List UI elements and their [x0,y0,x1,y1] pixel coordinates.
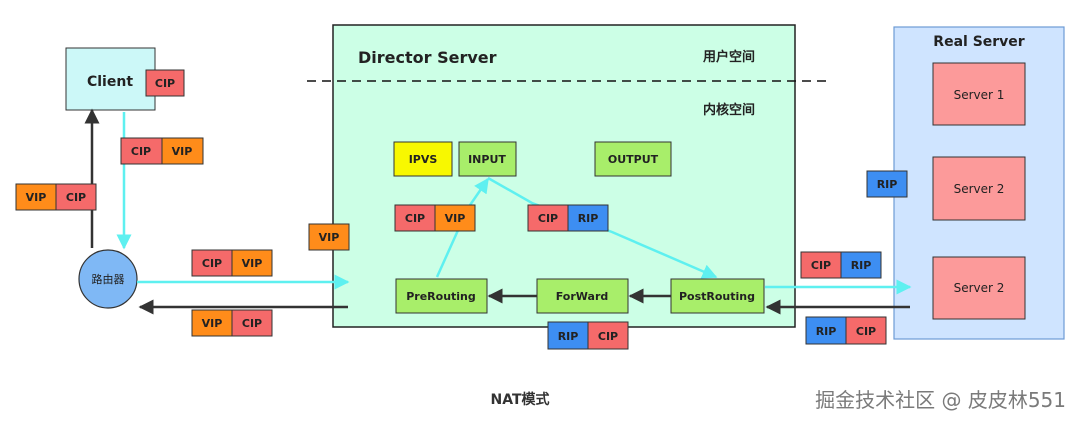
packet-postrouting-to-forward: RIP CIP [547,321,629,350]
director-server-title: Director Server [358,48,497,67]
packet-router-to-client: VIP CIP [15,183,97,211]
packet-prerouting-to-input: CIP VIP [394,204,476,232]
prerouting-module: PreRouting [395,278,488,314]
server-2: Server 2 [932,156,1026,221]
router-node: 路由器 [78,249,138,309]
svg-text:VIP: VIP [445,212,466,225]
diagram-caption: NAT模式 [490,391,549,408]
packet-router-to-director: CIP VIP [191,249,273,277]
director-vip-tag: VIP [308,223,350,251]
server-1: Server 1 [932,62,1026,126]
svg-text:RIP: RIP [558,330,579,343]
svg-text:RIP: RIP [816,325,837,338]
svg-text:CIP: CIP [405,212,425,225]
svg-text:RIP: RIP [578,212,599,225]
real-server-group: Real Server Server 1 Server 2 Server 2 [893,26,1065,340]
svg-text:OUTPUT: OUTPUT [608,153,659,166]
postrouting-module: PostRouting [670,278,765,314]
svg-text:PostRouting: PostRouting [679,290,755,303]
svg-text:CIP: CIP [202,257,222,270]
svg-text:CIP: CIP [155,77,175,90]
packet-director-to-server: CIP RIP [800,251,882,279]
client-node: Client [65,47,156,111]
packet-server-to-director: RIP CIP [805,316,887,345]
output-module: OUTPUT [594,141,672,177]
svg-text:VIP: VIP [202,317,223,330]
svg-text:INPUT: INPUT [468,153,506,166]
svg-text:ForWard: ForWard [556,290,609,303]
svg-text:IPVS: IPVS [409,153,438,166]
svg-text:VIP: VIP [26,191,47,204]
server-1-label: Server 1 [954,88,1005,102]
watermark: 掘金技术社区 @ 皮皮林551 [815,388,1066,412]
svg-text:CIP: CIP [598,330,618,343]
real-server-rip-tag: RIP [866,170,908,198]
packet-client-to-router: CIP VIP [120,137,204,165]
input-module: INPUT [458,141,517,177]
server-3-label: Server 2 [954,281,1005,295]
router-label: 路由器 [92,272,125,286]
forward-module: ForWard [536,278,629,314]
server-2-label: Server 2 [954,182,1005,196]
server-3: Server 2 [932,256,1026,320]
svg-text:CIP: CIP [538,212,558,225]
client-cip-tag: CIP [145,69,185,97]
ipvs-module: IPVS [393,141,453,177]
svg-text:CIP: CIP [856,325,876,338]
svg-text:CIP: CIP [242,317,262,330]
svg-text:VIP: VIP [242,257,263,270]
packet-director-to-router: VIP CIP [191,309,273,337]
user-space-label: 用户空间 [702,49,755,65]
kernel-space-label: 内核空间 [703,102,755,118]
svg-text:RIP: RIP [851,259,872,272]
svg-text:PreRouting: PreRouting [406,290,476,303]
svg-text:CIP: CIP [66,191,86,204]
client-label: Client [87,74,133,90]
packet-input-to-postrouting: CIP RIP [527,204,609,232]
svg-text:RIP: RIP [877,178,898,191]
svg-text:VIP: VIP [319,231,340,244]
svg-text:CIP: CIP [811,259,831,272]
svg-text:CIP: CIP [131,145,151,158]
real-server-title: Real Server [933,34,1024,50]
svg-text:VIP: VIP [172,145,193,158]
